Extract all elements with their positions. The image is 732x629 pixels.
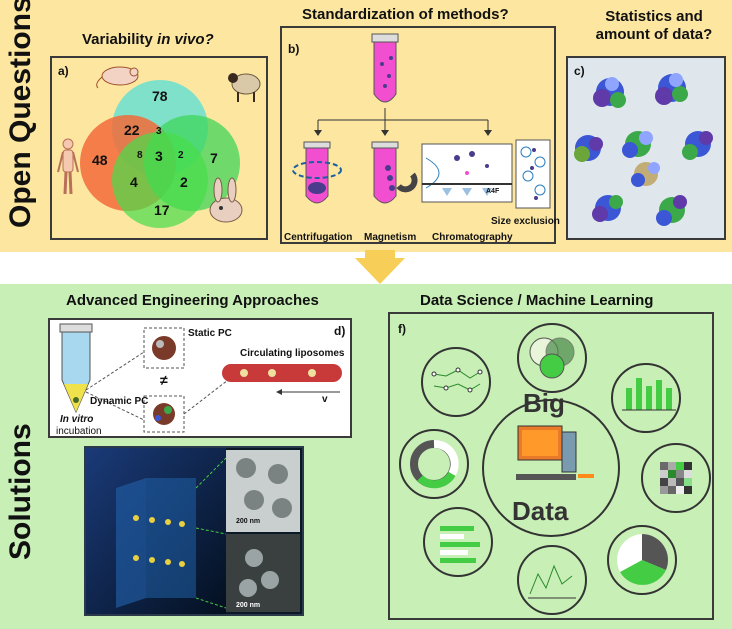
sheep-icon bbox=[228, 73, 261, 102]
line-chart-node bbox=[517, 545, 587, 615]
engineering-heading: Advanced Engineering Approaches bbox=[66, 292, 319, 309]
big-data-hub bbox=[482, 399, 620, 537]
statistics-panel: c) bbox=[566, 56, 726, 240]
down-arrow-icon bbox=[355, 250, 405, 284]
rat-icon bbox=[96, 66, 139, 89]
panel-label-b: b) bbox=[288, 42, 300, 56]
bigdata-panel: f) Big bbox=[388, 312, 714, 620]
venn-value: 7 bbox=[210, 150, 218, 166]
protein-corona-images bbox=[574, 73, 713, 226]
standardization-heading: Standardization of methods? bbox=[302, 6, 509, 23]
venn-value: 22 bbox=[124, 122, 140, 138]
scale-bar-label: 200 nm bbox=[236, 602, 261, 609]
velocity-label: v bbox=[322, 394, 328, 405]
size-exclusion-label: Size exclusion bbox=[491, 216, 560, 227]
scale-bar-label: 200 nm bbox=[236, 518, 261, 525]
venn-value: 17 bbox=[154, 202, 170, 218]
incubation-label: incubation bbox=[56, 426, 102, 437]
dynamic-pc-label: Dynamic PC bbox=[90, 396, 149, 407]
panel-label-d: d) bbox=[334, 324, 346, 338]
circulating-liposomes-label: Circulating liposomes bbox=[240, 348, 345, 359]
big-label: Big bbox=[523, 388, 565, 418]
variability-heading: Variability in vivo? bbox=[82, 31, 214, 48]
panel-label-a: a) bbox=[58, 64, 69, 78]
venn-value: 78 bbox=[152, 88, 168, 104]
venn-value: 3 bbox=[155, 148, 163, 164]
venn-value: 4 bbox=[130, 174, 138, 190]
magnetism-label: Magnetism bbox=[364, 232, 417, 243]
rabbit-icon bbox=[209, 177, 243, 223]
panel-label-f: f) bbox=[398, 322, 406, 336]
venn-panel: a) 78 22 3 48 8 3 2 7 4 2 17 bbox=[50, 56, 268, 240]
venn-value: 48 bbox=[92, 152, 108, 168]
datascience-heading: Data Science / Machine Learning bbox=[420, 292, 654, 309]
microfluidic-image bbox=[86, 448, 300, 614]
solutions-title: Solutions bbox=[4, 423, 37, 560]
in-vitro-label: In vitro bbox=[60, 414, 94, 425]
methods-panel: b) A4F Size exclusion Centrifugation bbox=[280, 26, 560, 244]
data-label: Data bbox=[512, 496, 569, 526]
human-icon bbox=[57, 138, 79, 195]
not-equal-symbol: ≠ bbox=[160, 372, 168, 388]
methods-schematic bbox=[292, 33, 551, 209]
panel-label-c: c) bbox=[574, 64, 585, 78]
liposome-panel: d) Static PC ≠ Dynamic PC Circulating li… bbox=[48, 318, 352, 438]
centrifugation-label: Centrifugation bbox=[284, 232, 353, 243]
a4f-label: A4F bbox=[486, 188, 500, 195]
scatter-line-node bbox=[421, 347, 491, 417]
venn-value: 8 bbox=[137, 150, 143, 161]
microscopy-panel: e) 200 nm 200 nm bbox=[84, 446, 304, 616]
open-questions-title: Open Questions bbox=[4, 0, 37, 228]
venn-value: 2 bbox=[178, 150, 184, 161]
liposome-schematic bbox=[59, 323, 342, 433]
venn-circle-rabbit bbox=[112, 132, 208, 228]
venn-value: 2 bbox=[180, 174, 188, 190]
venn-value: 3 bbox=[156, 126, 162, 137]
bigdata-diagram bbox=[399, 323, 711, 615]
chromatography-label: Chromatography bbox=[432, 232, 513, 243]
static-pc-label: Static PC bbox=[188, 328, 232, 339]
